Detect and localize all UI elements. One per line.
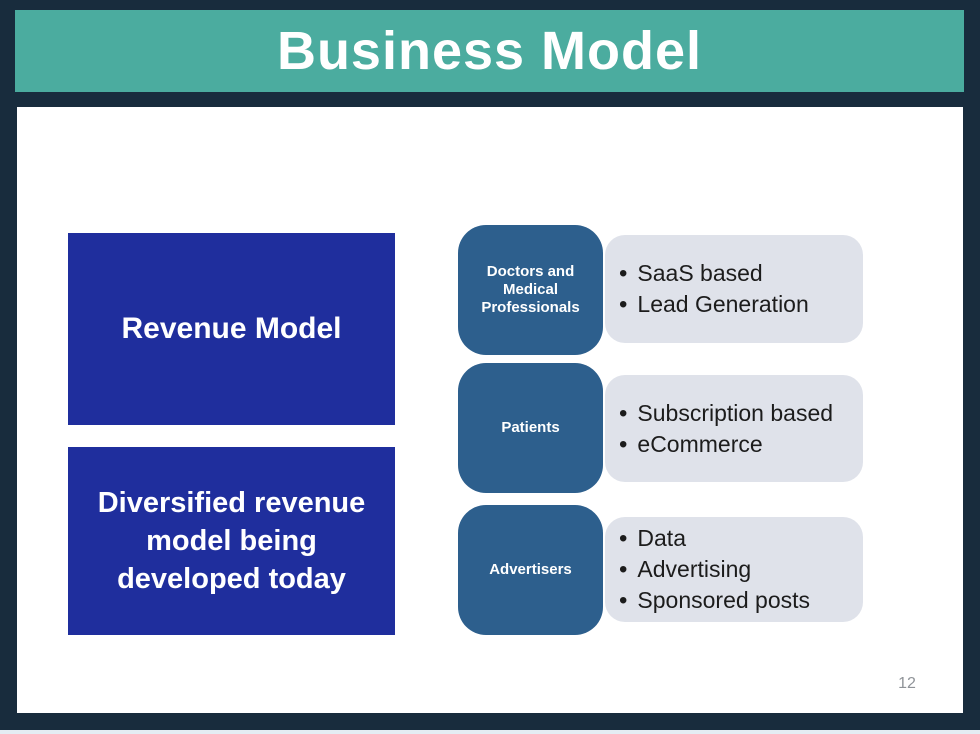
bullet-item: • Data <box>619 523 863 554</box>
bullet-text: eCommerce <box>637 430 763 457</box>
bullet-item: • Subscription based <box>619 398 863 429</box>
bullet-marker: • <box>619 525 628 552</box>
page-number: 12 <box>898 675 916 692</box>
revenue-model-panel: Revenue Model <box>68 233 395 425</box>
slide-header-band: Business Model <box>15 10 964 92</box>
bullet-marker: • <box>619 430 628 458</box>
audience-label-advertisers-text: Advertisers <box>489 561 572 578</box>
diversified-revenue-text: Diversified revenue model being develope… <box>97 487 366 595</box>
bullet-item: • eCommerce <box>619 429 863 460</box>
bullet-item: • SaaS based <box>619 258 863 289</box>
audience-label-doctors: Doctors and Medical Professionals <box>458 225 603 355</box>
bullet-text: Advertising <box>637 556 752 582</box>
bullet-text: Subscription based <box>637 399 834 426</box>
bottom-edge-strip <box>0 730 980 734</box>
audience-label-advertisers: Advertisers <box>458 505 603 635</box>
audience-label-patients-text: Patients <box>501 419 560 436</box>
bullet-text: Lead Generation <box>637 291 809 317</box>
bullet-marker: • <box>619 587 628 614</box>
bullet-item: • Advertising <box>619 554 863 585</box>
bullet-box-doctors: • SaaS based • Lead Generation <box>605 235 863 343</box>
bullet-text: Sponsored posts <box>637 587 811 613</box>
slide-title: Business Model <box>276 21 703 81</box>
bullet-marker: • <box>619 556 628 583</box>
audience-label-patients: Patients <box>458 363 603 493</box>
bullet-box-patients: • Subscription based • eCommerce <box>605 375 863 482</box>
bullet-text: SaaS based <box>637 260 763 286</box>
diversified-revenue-panel: Diversified revenue model being develope… <box>68 447 395 635</box>
bullet-marker: • <box>619 260 628 287</box>
bullet-marker: • <box>619 399 628 427</box>
bullet-text: Data <box>637 525 686 551</box>
bullet-marker: • <box>619 291 628 318</box>
slide-surface: Revenue Model Diversified revenue model … <box>17 107 963 713</box>
bullet-item: • Lead Generation <box>619 289 863 320</box>
audience-label-doctors-text: Doctors and Medical Professionals <box>481 263 580 316</box>
bullet-item: • Sponsored posts <box>619 585 863 616</box>
revenue-model-text: Revenue Model <box>121 312 342 345</box>
bullet-box-advertisers: • Data • Advertising • Sponsored posts <box>605 517 863 622</box>
